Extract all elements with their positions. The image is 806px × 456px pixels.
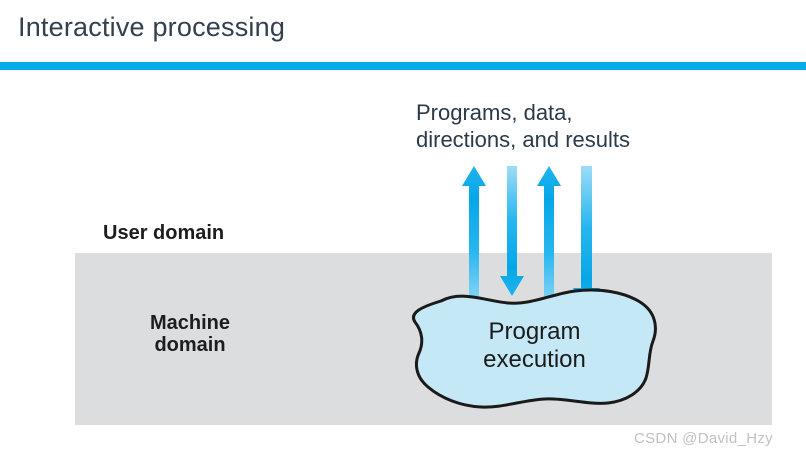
machine-domain-label-line2: domain (154, 334, 226, 357)
arrow-down-2 (500, 166, 524, 296)
arrow-down-4 (573, 166, 600, 311)
blob-label-line2: execution (483, 346, 586, 374)
arrow-up-1 (462, 166, 486, 312)
flow-caption: Programs, data, directions, and results (416, 100, 630, 154)
arrow-up-3 (537, 166, 561, 316)
flow-caption-line2: directions, and results (416, 126, 630, 152)
program-execution-blob (412, 288, 657, 409)
machine-domain-label-line1: Machine (149, 312, 231, 334)
page-title: Interactive processing (18, 12, 286, 42)
flow-caption-line1: Programs, data, (416, 100, 573, 125)
title-accent-rule (0, 62, 806, 70)
machine-domain-label: Machine domain (110, 312, 270, 357)
blob-label-line1: Program (488, 318, 581, 345)
watermark-text: CSDN @David_Hzy (634, 430, 773, 447)
blob-label: Program execution (432, 318, 637, 375)
user-domain-label: User domain (103, 222, 225, 244)
